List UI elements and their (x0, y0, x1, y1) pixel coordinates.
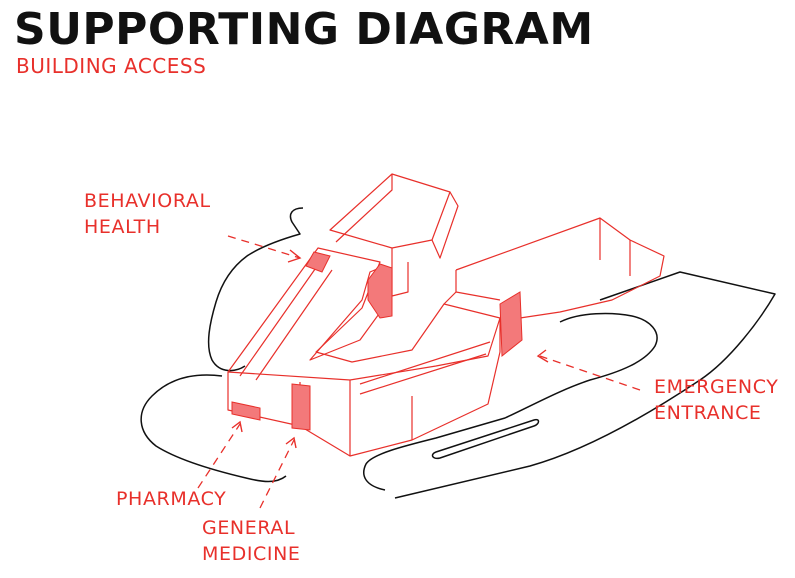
site-roads (141, 208, 775, 498)
arrow-head-behavioral-health (288, 250, 300, 262)
label-general-medicine-line-2: MEDICINE (202, 541, 301, 567)
arrow-head-pharmacy (232, 422, 242, 432)
label-pharmacy: PHARMACY (116, 486, 226, 512)
entrance-markers (232, 252, 522, 430)
behavioral-health-entrance (306, 252, 330, 272)
arrow-emergency-entrance (540, 356, 640, 390)
label-general-medicine-line-1: GENERAL (202, 515, 301, 541)
label-behavioral-health-line-1: BEHAVIORAL (84, 188, 211, 214)
arrow-head-emergency-entrance (538, 350, 548, 362)
road-loop-south (141, 375, 286, 482)
roof-detail-lines (240, 262, 490, 394)
drop-off-lane (433, 420, 539, 459)
general-medicine-entrance (292, 384, 310, 430)
label-emergency-entrance: EMERGENCY ENTRANCE (654, 374, 778, 426)
label-emergency-entrance-line-1: EMERGENCY (654, 374, 778, 400)
emergency-entrance-marker (500, 292, 522, 356)
tower-top (330, 174, 450, 248)
arrow-head-general-medicine (286, 438, 296, 448)
tower-entrance (368, 264, 392, 318)
label-behavioral-health: BEHAVIORAL HEALTH (84, 188, 211, 240)
arrow-pharmacy (198, 424, 240, 488)
tower-body (336, 174, 458, 296)
arrow-general-medicine (260, 440, 294, 508)
label-emergency-entrance-line-2: ENTRANCE (654, 400, 778, 426)
pharmacy-entrance (232, 402, 260, 420)
road-loop-north (209, 208, 303, 371)
main-wing-roof (228, 248, 500, 380)
label-general-medicine: GENERAL MEDICINE (202, 515, 301, 567)
east-wing (456, 218, 664, 318)
label-pharmacy-line-1: PHARMACY (116, 486, 226, 512)
access-arrows (198, 236, 640, 508)
label-behavioral-health-line-2: HEALTH (84, 214, 211, 240)
